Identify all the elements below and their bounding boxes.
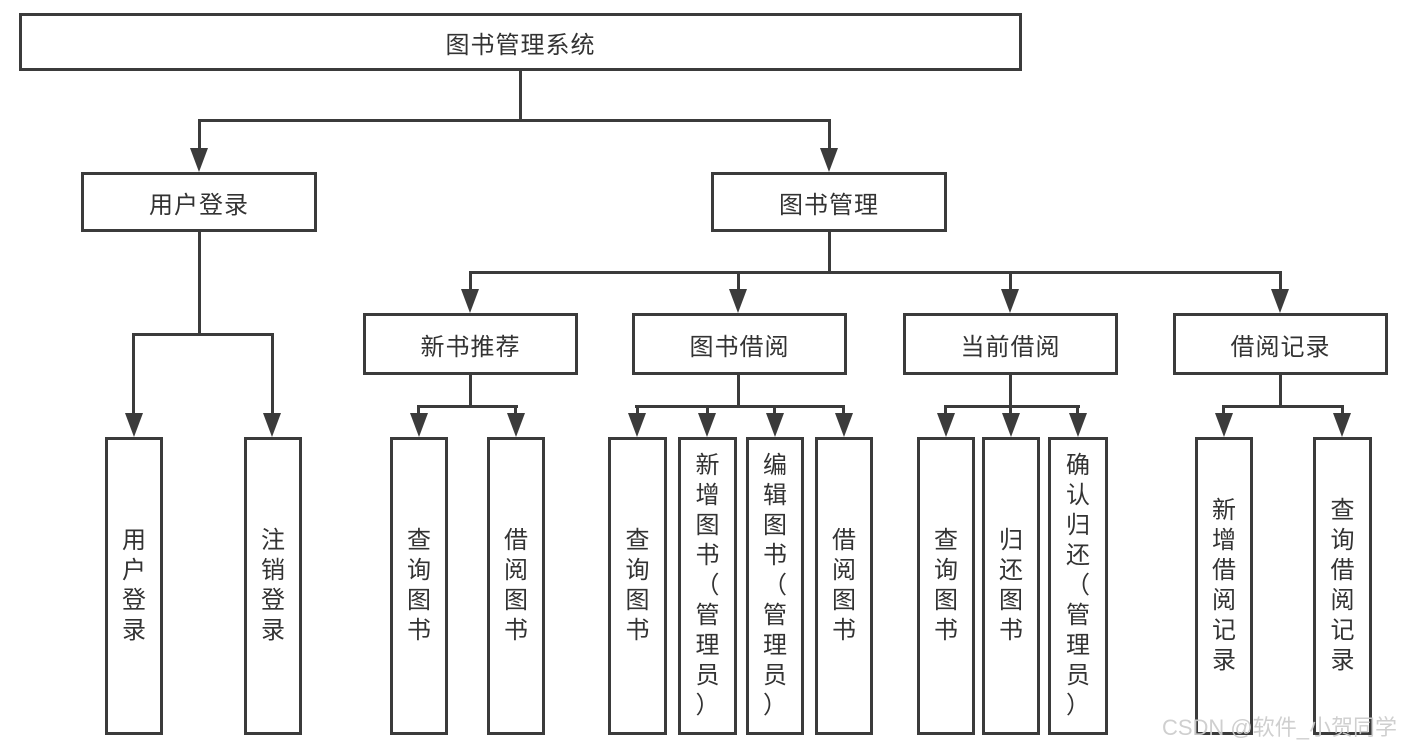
arrow-down-icon (1271, 289, 1289, 313)
watermark: CSDN @软件_小贺同学 (1161, 715, 1397, 740)
leaf-query-borrow-record-label: 查询借阅记录 (1330, 497, 1355, 674)
leaf-query-books-recommend: 查询图书 (390, 437, 448, 735)
connector-stem-leaf (944, 405, 947, 416)
connector-book-borrowing-branch (635, 405, 845, 408)
arrow-down-icon (410, 413, 428, 437)
connector-stem-leaf (1076, 405, 1079, 416)
node-library-management-system-label: 图书管理系统 (445, 31, 596, 59)
leaf-borrow-books-recommend-label: 借阅图书 (503, 527, 528, 644)
node-book-management: 图书管理 (711, 172, 947, 232)
node-book-borrowing: 图书借阅 (632, 313, 847, 375)
leaf-return-books-label: 归还图书 (998, 527, 1023, 644)
arrow-down-icon (1069, 413, 1087, 437)
arrow-down-icon (507, 413, 525, 437)
connector-new-book-recommendation-stem (469, 375, 472, 407)
connector-book-management-stem (828, 232, 831, 274)
node-book-management-label: 图书管理 (779, 191, 879, 219)
arrow-down-icon (1001, 289, 1019, 313)
arrow-down-icon (190, 148, 208, 172)
arrow-down-icon (766, 413, 784, 437)
leaf-user-login-label: 用户登录 (121, 527, 146, 644)
connector-root-branch (198, 119, 831, 122)
connector-root-stem (519, 71, 522, 122)
arrow-down-icon (125, 413, 143, 437)
leaf-query-books-current: 查询图书 (917, 437, 975, 735)
leaf-return-books: 归还图书 (982, 437, 1040, 735)
leaf-add-books-admin: 新增图书（管理员） (678, 437, 737, 735)
connector-stem-leaf (417, 405, 420, 416)
arrow-down-icon (698, 413, 716, 437)
connector-stem-leaf-user-login (132, 336, 135, 415)
leaf-add-books-admin-label: 新增图书（管理员） (695, 452, 720, 719)
connector-borrowing-records-branch (1222, 405, 1344, 408)
connector-stem-new-book-recommendation (469, 274, 472, 292)
connector-stem-leaf (1222, 405, 1225, 416)
connector-user-login-stem (198, 232, 201, 335)
leaf-edit-books-admin: 编辑图书（管理员） (746, 437, 804, 735)
leaf-query-books-borrowing-label: 查询图书 (625, 527, 650, 644)
connector-borrowing-records-stem (1279, 375, 1282, 407)
node-user-login: 用户登录 (81, 172, 317, 232)
connector-book-management-branch (469, 271, 1282, 274)
arrow-down-icon (820, 148, 838, 172)
leaf-query-books-current-label: 查询图书 (933, 527, 958, 644)
arrow-down-icon (835, 413, 853, 437)
node-current-borrowing-label: 当前借阅 (960, 333, 1061, 361)
leaf-logout: 注销登录 (244, 437, 302, 735)
leaf-query-books-recommend-label: 查询图书 (406, 527, 431, 644)
connector-stem-user-login (198, 122, 201, 152)
connector-stem-leaf (636, 405, 639, 416)
connector-current-borrowing-branch (944, 405, 1080, 408)
leaf-edit-books-admin-label: 编辑图书（管理员） (762, 452, 787, 719)
leaf-borrow-books-borrowing: 借阅图书 (815, 437, 873, 735)
leaf-confirm-return-admin: 确认归还（管理员） (1048, 437, 1108, 735)
arrow-down-icon (1215, 413, 1233, 437)
leaf-logout-label: 注销登录 (260, 527, 285, 644)
connector-user-login-branch (132, 333, 274, 336)
leaf-add-borrow-record: 新增借阅记录 (1195, 437, 1253, 735)
connector-stem-current-borrowing (1009, 274, 1012, 292)
leaf-borrow-books-borrowing-label: 借阅图书 (831, 527, 856, 644)
leaf-user-login: 用户登录 (105, 437, 163, 735)
node-borrowing-records-label: 借阅记录 (1230, 333, 1331, 361)
connector-current-borrowing-stem (1009, 375, 1012, 407)
connector-stem-leaf (842, 405, 845, 416)
connector-stem-leaf (1009, 405, 1012, 416)
connector-stem-borrowing-records (1279, 274, 1282, 292)
connector-stem-leaf (773, 405, 776, 416)
leaf-confirm-return-admin-label: 确认归还（管理员） (1065, 452, 1090, 719)
connector-stem-leaf (514, 405, 517, 416)
arrow-down-icon (937, 413, 955, 437)
node-new-book-recommendation: 新书推荐 (363, 313, 578, 375)
connector-new-book-recommendation-branch (417, 405, 518, 408)
connector-stem-leaf-logout (271, 336, 274, 415)
node-new-book-recommendation-label: 新书推荐 (420, 333, 521, 361)
connector-stem-book-management (828, 122, 831, 152)
leaf-query-borrow-record: 查询借阅记录 (1313, 437, 1372, 735)
node-borrowing-records: 借阅记录 (1173, 313, 1388, 375)
arrow-down-icon (628, 413, 646, 437)
connector-book-borrowing-stem (737, 375, 740, 407)
arrow-down-icon (729, 289, 747, 313)
node-library-management-system: 图书管理系统 (19, 13, 1022, 71)
node-current-borrowing: 当前借阅 (903, 313, 1118, 375)
connector-stem-leaf (706, 405, 709, 416)
leaf-add-borrow-record-label: 新增借阅记录 (1211, 497, 1236, 674)
arrow-down-icon (1333, 413, 1351, 437)
arrow-down-icon (1002, 413, 1020, 437)
arrow-down-icon (461, 289, 479, 313)
leaf-query-books-borrowing: 查询图书 (608, 437, 667, 735)
connector-stem-book-borrowing (737, 274, 740, 292)
connector-stem-leaf (1341, 405, 1344, 416)
node-user-login-label: 用户登录 (149, 191, 249, 219)
arrow-down-icon (263, 413, 281, 437)
node-book-borrowing-label: 图书借阅 (689, 333, 790, 361)
leaf-borrow-books-recommend: 借阅图书 (487, 437, 545, 735)
